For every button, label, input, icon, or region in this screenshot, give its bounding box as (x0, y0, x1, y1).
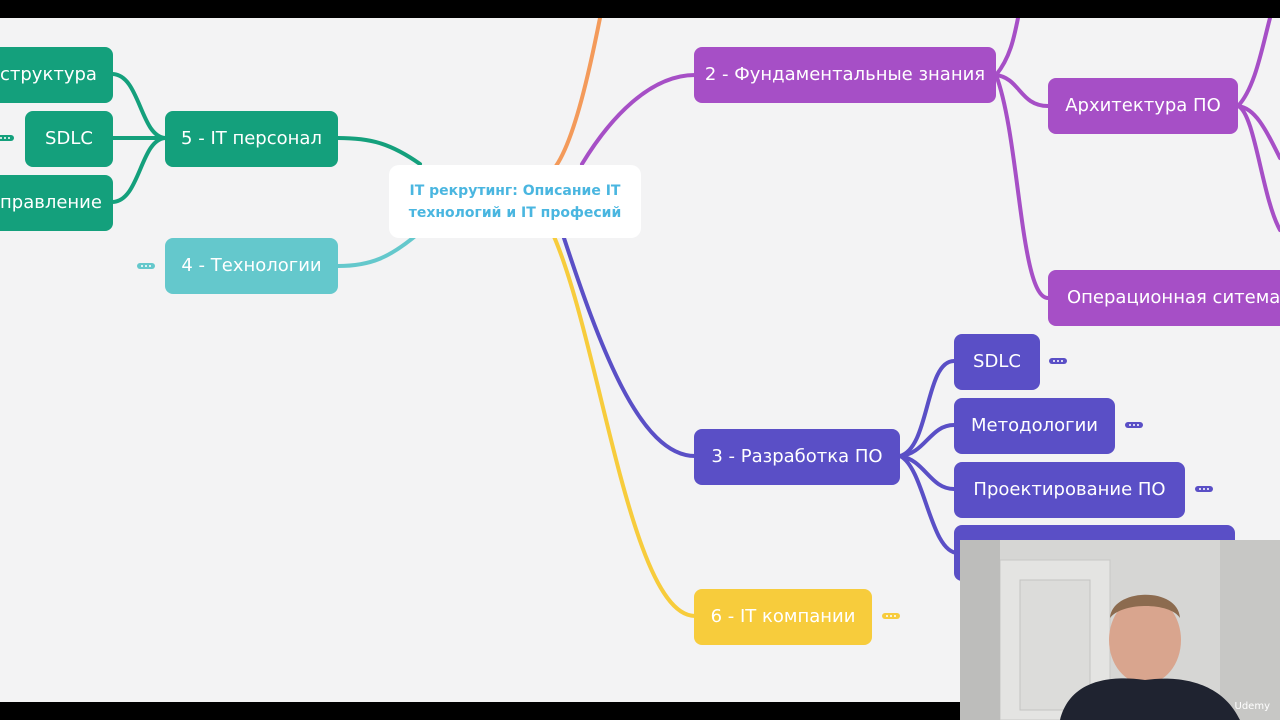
node-design-label: Проектирование ПО (973, 479, 1166, 500)
link-dev-sdlc (898, 359, 956, 458)
link-root-orange (554, 18, 602, 168)
link-dev-method (898, 423, 956, 458)
node-methodologies-label: Методологии (971, 415, 1098, 436)
expand-technologies-button[interactable] (137, 263, 155, 269)
node-fundamentals[interactable]: 2 - Фундаментальные знания (694, 47, 996, 103)
node-management[interactable]: правление (0, 175, 113, 231)
link-fund-os (994, 73, 1050, 300)
node-os-label: Операционная ситема (1067, 287, 1280, 308)
node-fundamentals-label: 2 - Фундаментальные знания (704, 64, 986, 85)
link-dev-next (898, 454, 960, 555)
node-technologies[interactable]: 4 - Технологии (165, 238, 338, 294)
node-development-label: 3 - Разработка ПО (711, 446, 883, 467)
link-root-development (560, 230, 697, 458)
node-sdlc-left-label: SDLC (45, 128, 93, 149)
node-infrastructure-label: структура (0, 64, 97, 85)
link-arch-right2 (1236, 104, 1280, 232)
expand-it-companies-button[interactable] (882, 613, 900, 619)
node-architecture[interactable]: Архитектура ПО (1048, 78, 1238, 134)
expand-design-button[interactable] (1195, 486, 1213, 492)
presenter-video (960, 540, 1280, 720)
link-fund-up (994, 18, 1020, 77)
node-technologies-label: 4 - Технологии (181, 255, 322, 276)
link-arch-up (1236, 18, 1272, 108)
expand-methodologies-button[interactable] (1125, 422, 1143, 428)
node-design[interactable]: Проектирование ПО (954, 462, 1185, 518)
node-it-companies-label: 6 - IT компании (710, 606, 856, 627)
link-root-companies (550, 230, 697, 618)
node-it-staff[interactable]: 5 - IT персонал (165, 111, 338, 167)
link-itstaff-mgmt (110, 136, 167, 204)
node-development[interactable]: 3 - Разработка ПО (694, 429, 900, 485)
link-fund-arch (994, 73, 1050, 108)
node-sdlc-right-label: SDLC (973, 351, 1021, 372)
root-topic[interactable]: IT рекрутинг: Описание IT технологий и I… (389, 165, 641, 238)
node-sdlc-left[interactable]: SDLC (25, 111, 113, 167)
node-os[interactable]: Операционная ситема (1048, 270, 1280, 326)
expand-sdlc-left-button[interactable] (0, 135, 14, 141)
udemy-watermark: Udemy (1234, 701, 1270, 712)
node-it-staff-label: 5 - IT персонал (181, 128, 322, 149)
link-root-fundamentals (580, 73, 697, 166)
mindmap-canvas: IT рекрутинг: Описание IT технологий и I… (0, 18, 1280, 702)
node-management-label: правление (0, 192, 102, 213)
node-it-companies[interactable]: 6 - IT компании (694, 589, 872, 645)
node-infrastructure[interactable]: структура (0, 47, 113, 103)
link-root-itstaff (336, 136, 422, 166)
link-root-tech (336, 230, 422, 268)
link-dev-design (898, 454, 956, 491)
webcam-overlay: Udemy (960, 540, 1280, 720)
expand-sdlc-right-button[interactable] (1049, 358, 1067, 364)
node-architecture-label: Архитектура ПО (1065, 95, 1221, 116)
link-itstaff-infra (110, 72, 167, 140)
node-sdlc-right[interactable]: SDLC (954, 334, 1040, 390)
mindmap-connectors (110, 18, 1280, 618)
root-topic-label: IT рекрутинг: Описание IT технологий и I… (408, 182, 622, 221)
node-methodologies[interactable]: Методологии (954, 398, 1115, 454)
